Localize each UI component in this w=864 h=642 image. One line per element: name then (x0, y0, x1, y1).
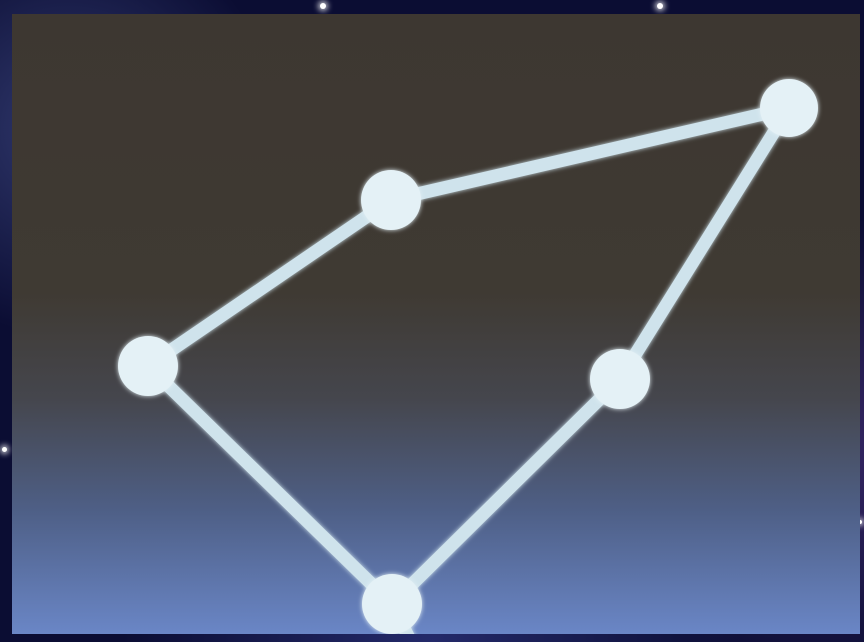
edge-right-middle-top-right (620, 108, 789, 379)
edges-layer (148, 108, 789, 634)
star-icon (657, 3, 663, 9)
node-upper-middle (361, 170, 421, 230)
node-left (118, 336, 178, 396)
constellation-panel (12, 14, 860, 634)
edge-top-right-upper-middle (391, 108, 789, 200)
node-right-middle (590, 349, 650, 409)
edge-bottom-right-middle (392, 379, 620, 604)
star-icon (2, 447, 7, 452)
edge-left-bottom (148, 366, 392, 604)
constellation-diagram (12, 14, 860, 634)
star-icon (320, 3, 326, 9)
node-top-right (760, 79, 818, 137)
node-bottom (362, 574, 422, 634)
nodes-layer (118, 79, 818, 634)
edge-upper-middle-left (148, 200, 391, 366)
